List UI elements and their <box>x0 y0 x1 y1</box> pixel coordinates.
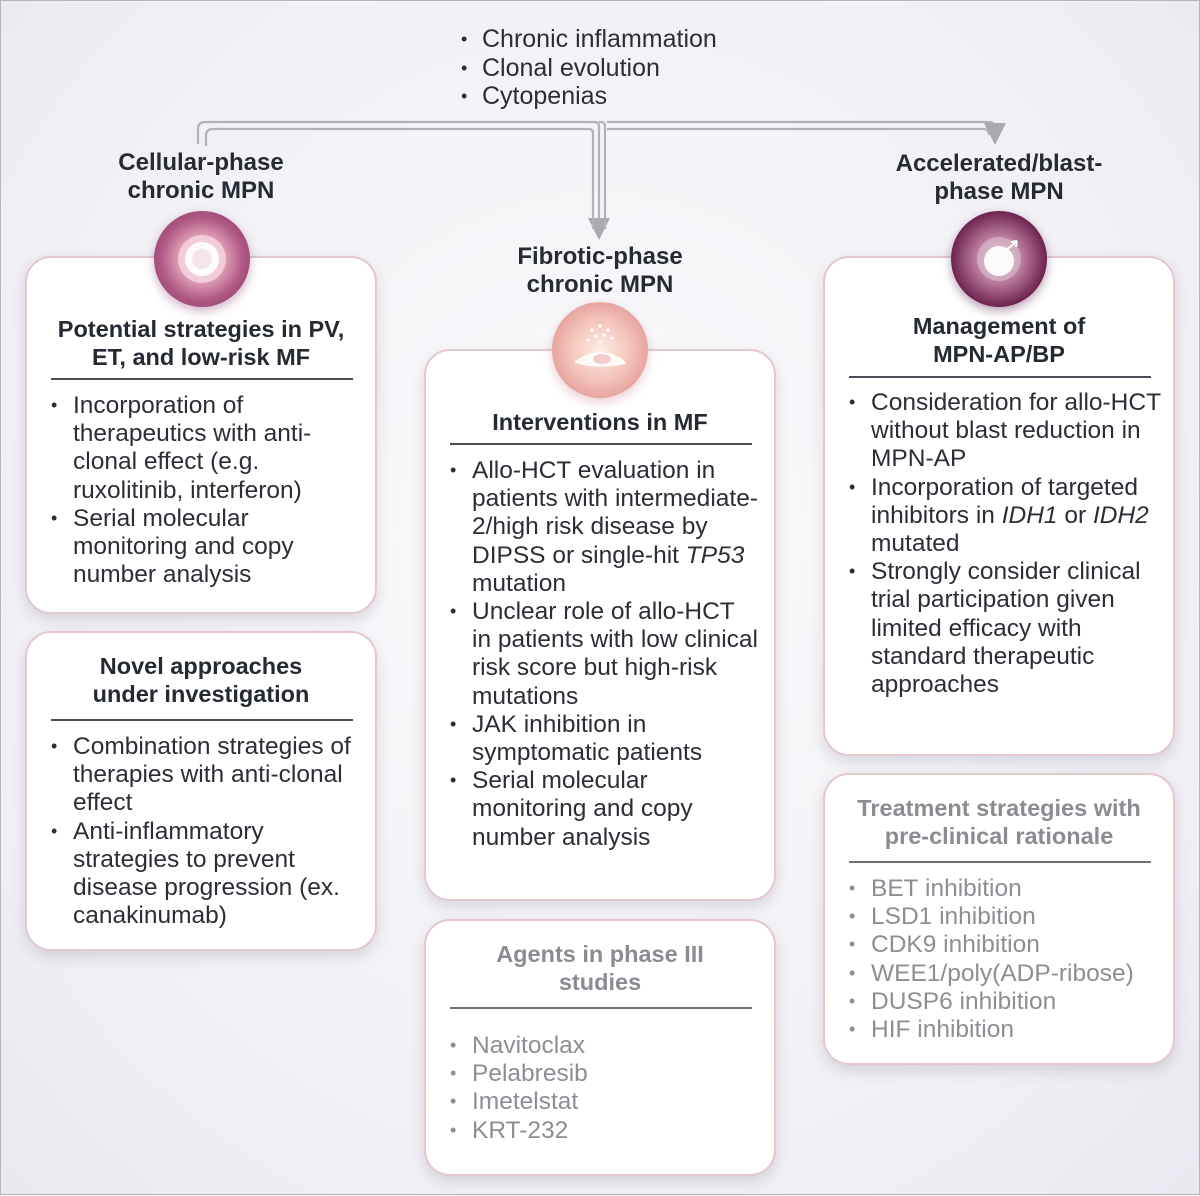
list-item: Allo-HCT evaluation in patients with int… <box>450 456 760 598</box>
list-item: JAK inhibition in symptomatic patients <box>450 710 760 767</box>
list-item: Combination strategies of therapies with… <box>51 732 369 818</box>
accelerated-phase-title: Accelerated/blast- phase MPN <box>895 150 1103 205</box>
cellular-strategies-title: Potential strategies in PV, ET, and low-… <box>57 316 345 370</box>
interventions-card: Interventions in MF Allo-HCT evaluation … <box>424 349 776 901</box>
cell-icon <box>154 211 250 307</box>
divider <box>450 1007 752 1009</box>
divider <box>51 378 353 380</box>
cellular-strategies-card: Potential strategies in PV, ET, and low-… <box>25 256 377 614</box>
cellular-strategies-list: Incorporation of therapeutics with anti-… <box>51 391 361 590</box>
connector-to-accelerated <box>599 120 607 229</box>
blast-cell-icon <box>951 211 1047 307</box>
top-factor-item: Cytopenias <box>461 82 717 111</box>
management-card: Management of MPN-AP/BP Consideration fo… <box>823 256 1175 756</box>
list-item: Imetelstat <box>450 1087 760 1116</box>
preclinical-list: BET inhibition LSD1 inhibition CDK9 inhi… <box>849 874 1167 1044</box>
cellular-phase-title: Cellular-phase chronic MPN <box>118 149 284 204</box>
list-item: Strongly consider clinical trial partici… <box>849 557 1163 699</box>
top-factor-item: Chronic inflammation <box>461 25 717 54</box>
list-item: Serial molecular monitoring and copy num… <box>51 504 361 590</box>
list-item: Anti-inflammatory strategies to prevent … <box>51 817 369 931</box>
agents-title: Agents in phase III studies <box>496 941 704 995</box>
list-item: Unclear role of allo-HCT in patients wit… <box>450 597 760 711</box>
list-item: Incorporation of therapeutics with anti-… <box>51 391 361 505</box>
fibrotic-cell-icon <box>552 302 648 398</box>
connector-inner <box>204 127 595 229</box>
top-factor-item: Clonal evolution <box>461 54 717 83</box>
list-item: Incorporation of targeted inhibitors in … <box>849 473 1163 559</box>
management-list: Consideration for allo-HCT without blast… <box>849 388 1163 699</box>
list-item: WEE1/poly(ADP-ribose) <box>849 959 1167 988</box>
list-item: Pelabresib <box>450 1059 760 1088</box>
divider <box>450 443 752 445</box>
list-item: CDK9 inhibition <box>849 930 1167 959</box>
divider <box>849 376 1151 378</box>
fibrotic-phase-title: Fibrotic-phase chronic MPN <box>517 243 683 298</box>
preclinical-title: Treatment strategies with pre-clinical r… <box>857 795 1141 849</box>
novel-approaches-title: Novel approaches under investigation <box>92 653 310 707</box>
connector-right-inner <box>607 127 991 136</box>
top-factor-list: Chronic inflammation Clonal evolution Cy… <box>461 25 717 111</box>
list-item: KRT-232 <box>450 1116 760 1145</box>
preclinical-card: Treatment strategies with pre-clinical r… <box>823 773 1175 1065</box>
list-item: BET inhibition <box>849 874 1167 903</box>
list-item: LSD1 inhibition <box>849 902 1167 931</box>
connector-right <box>607 120 1006 145</box>
divider <box>849 861 1151 863</box>
novel-approaches-list: Combination strategies of therapies with… <box>51 732 369 931</box>
agents-card: Agents in phase III studies Navitoclax P… <box>424 919 776 1176</box>
interventions-title: Interventions in MF <box>492 409 708 435</box>
novel-approaches-card: Novel approaches under investigation Com… <box>25 631 377 951</box>
list-item: DUSP6 inhibition <box>849 987 1167 1016</box>
agents-list: Navitoclax Pelabresib Imetelstat KRT-232 <box>450 1031 760 1145</box>
management-title: Management of MPN-AP/BP <box>912 313 1086 367</box>
list-item: HIF inhibition <box>849 1015 1167 1044</box>
list-item: Consideration for allo-HCT without blast… <box>849 388 1163 474</box>
interventions-list: Allo-HCT evaluation in patients with int… <box>450 456 760 852</box>
divider <box>51 719 353 721</box>
list-item: Serial molecular monitoring and copy num… <box>450 766 760 852</box>
connector-to-cellular <box>196 120 610 240</box>
list-item: Navitoclax <box>450 1031 760 1060</box>
